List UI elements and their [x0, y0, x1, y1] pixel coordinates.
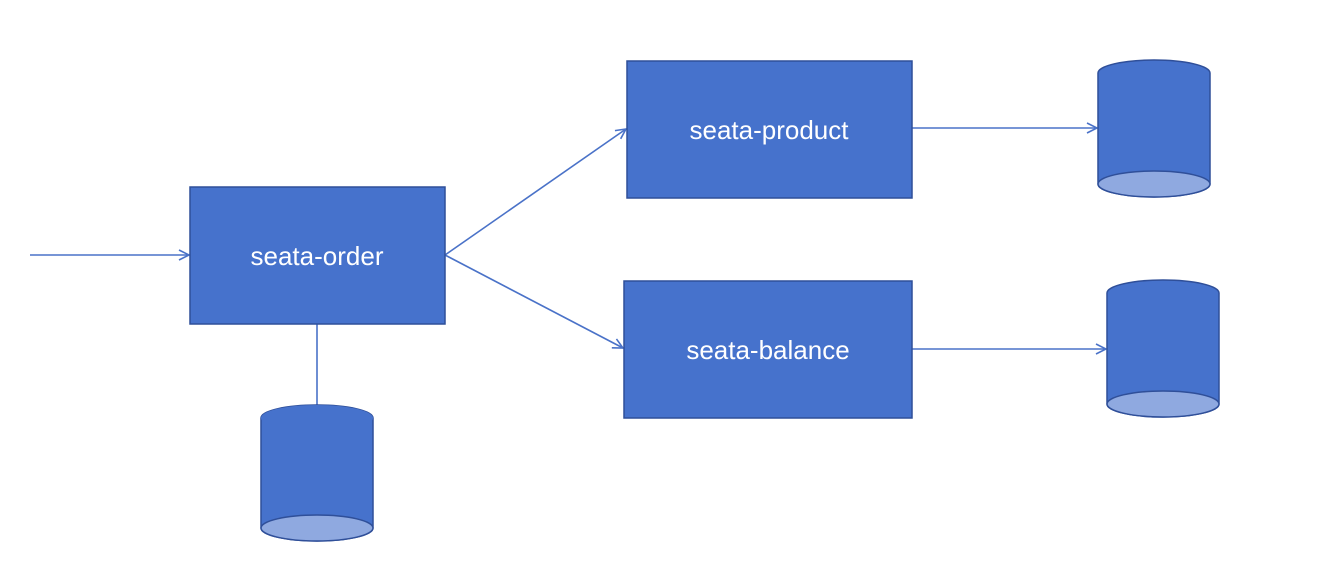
node-seata-product-label: seata-product [690, 115, 850, 145]
product-database-icon [1097, 59, 1211, 198]
order-database-icon [260, 404, 374, 542]
node-seata-balance-label: seata-balance [686, 335, 849, 365]
node-seata-balance: seata-balance [623, 280, 913, 419]
balance-database-icon [1106, 279, 1220, 418]
edge-order-to-product [444, 129, 626, 256]
node-seata-order: seata-order [189, 186, 446, 325]
edge-order-to-balance [444, 254, 623, 348]
node-seata-product: seata-product [626, 60, 913, 199]
node-seata-order-label: seata-order [251, 241, 384, 271]
